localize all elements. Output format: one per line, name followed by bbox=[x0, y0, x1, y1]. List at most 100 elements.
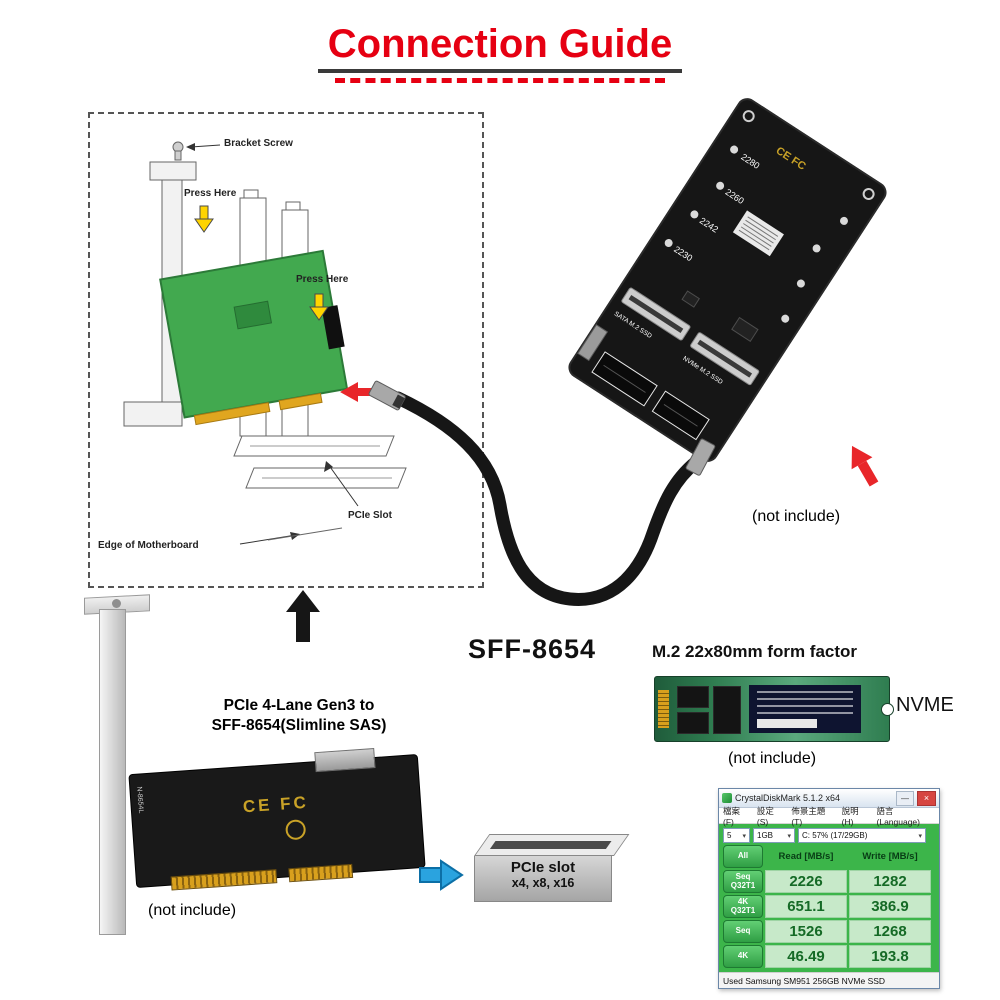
host-cert-marks: CE FC bbox=[242, 792, 310, 817]
gold-edge-fingers bbox=[288, 863, 354, 883]
green-pcie-card-art bbox=[159, 249, 349, 426]
nand-chip bbox=[677, 712, 709, 734]
ssd-sticker-label bbox=[749, 685, 861, 733]
red-arrow-icon bbox=[851, 445, 879, 487]
cdm-header-row: All Read [MB/s] Write [MB/s] bbox=[723, 845, 935, 868]
yellow-arrow-icon bbox=[194, 205, 214, 233]
screw-holes bbox=[664, 110, 875, 323]
page-title: Connection Guide bbox=[317, 22, 683, 73]
test-count-select[interactable]: 5 ▾ bbox=[723, 828, 750, 843]
sff8654-socket bbox=[577, 324, 609, 362]
chevron-down-icon: ▾ bbox=[742, 832, 746, 840]
chevron-down-icon: ▾ bbox=[787, 832, 791, 840]
m2-gold-fingers bbox=[658, 690, 669, 728]
component-chip bbox=[681, 290, 700, 308]
m2-ssd-board bbox=[654, 676, 894, 742]
m2-screw-notch bbox=[881, 703, 894, 716]
pcie-slot-groove bbox=[489, 841, 612, 849]
controller-chip bbox=[713, 686, 741, 734]
write-value: 386.9 bbox=[849, 895, 931, 918]
adapter-not-include-note: (not include) bbox=[752, 508, 841, 525]
m2-socket-nvme bbox=[690, 332, 760, 386]
minimize-button[interactable]: — bbox=[896, 790, 914, 806]
benchmark-row-4k-q32t1: 4K Q32T1 651.1 386.9 bbox=[723, 895, 935, 918]
benchmark-row-4k: 4K 46.49 193.8 bbox=[723, 945, 935, 968]
press-here-label-top: Press Here bbox=[184, 188, 237, 199]
m2-not-include-note: (not include) bbox=[728, 750, 817, 767]
chevron-down-icon: ▾ bbox=[918, 832, 922, 840]
pcie-slot-label: PCIe Slot bbox=[348, 510, 392, 521]
host-card-title-line2: SFF-8654(Slimline SAS) bbox=[211, 717, 387, 735]
menu-language[interactable]: 語言(Language) bbox=[876, 805, 920, 827]
host-pcie-card: CE FC N-8654L bbox=[128, 748, 426, 891]
cdm-titlebar[interactable]: CrystalDiskMark 5.1.2 x64 — × bbox=[719, 789, 939, 808]
installation-diagram-box: Bracket Screw Press Here Press Here PCIe… bbox=[88, 112, 484, 588]
bracket-strip bbox=[99, 609, 126, 935]
cdm-body: 5 ▾ 1GB ▾ C: 57% (17/29GB) ▾ All Read [M… bbox=[719, 824, 939, 972]
m2-form-factor-label: M.2 22x80mm form factor bbox=[652, 642, 858, 661]
seq-q32t1-button[interactable]: Seq Q32T1 bbox=[723, 870, 763, 893]
gold-logo-icon bbox=[284, 819, 307, 841]
cdm-window-title: CrystalDiskMark 5.1.2 x64 bbox=[735, 793, 841, 803]
m2-adapter-board: 2280 2260 2242 2230 CE FC SATA M.2 SSD N… bbox=[564, 94, 890, 466]
page-title-wrap: Connection Guide bbox=[0, 22, 1000, 83]
test-size-select[interactable]: 1GB ▾ bbox=[753, 828, 795, 843]
nvme-label: NVME bbox=[896, 694, 954, 716]
cdm-app-icon bbox=[722, 793, 732, 803]
4k-q32t1-button[interactable]: 4K Q32T1 bbox=[723, 895, 763, 918]
write-header: Write [MB/s] bbox=[862, 851, 918, 862]
seq-button[interactable]: Seq bbox=[723, 920, 763, 943]
write-value: 193.8 bbox=[849, 945, 931, 968]
host-not-include-note: (not include) bbox=[148, 902, 237, 919]
installation-diagram-art bbox=[123, 141, 407, 545]
sticker-text-lines bbox=[757, 691, 853, 717]
barcode-sticker bbox=[732, 210, 784, 257]
host-card-title: PCIe 4-Lane Gen3 to SFF-8654(Slimline SA… bbox=[168, 696, 430, 736]
host-card-title-line1: PCIe 4-Lane Gen3 to bbox=[223, 697, 375, 714]
drive-select[interactable]: C: 57% (17/29GB) ▾ bbox=[798, 828, 926, 843]
pcie-slot-front-face: PCIe slot x4, x8, x16 bbox=[474, 856, 612, 902]
pcie-slot-top-face bbox=[474, 834, 630, 856]
menu-theme[interactable]: 佈景主題(T) bbox=[791, 805, 826, 827]
pcie-slot-pointer bbox=[327, 463, 359, 507]
up-arrow-icon bbox=[286, 590, 320, 642]
menu-file[interactable]: 檔案(F) bbox=[723, 805, 741, 827]
pcie-slot-sizes-text: x4, x8, x16 bbox=[511, 876, 575, 890]
write-value: 1268 bbox=[849, 920, 931, 943]
cdm-controls-row: 5 ▾ 1GB ▾ C: 57% (17/29GB) ▾ bbox=[723, 828, 935, 843]
cdm-status-bar: Used Samsung SM951 256GB NVMe SSD bbox=[719, 972, 939, 988]
host-board-marking: N-8654L bbox=[135, 786, 145, 814]
screw-pointer-line bbox=[190, 144, 221, 148]
read-value: 1526 bbox=[765, 920, 847, 943]
benchmark-row-seq-q32t1: Seq Q32T1 2226 1282 bbox=[723, 870, 935, 893]
crystaldiskmark-window: CrystalDiskMark 5.1.2 x64 — × 檔案(F) 設定(S… bbox=[718, 788, 940, 989]
test-size-value: 1GB bbox=[757, 831, 774, 840]
sff8654-connector bbox=[314, 748, 376, 773]
close-button[interactable]: × bbox=[917, 790, 936, 806]
sticker-barcode bbox=[757, 719, 817, 728]
pcie-slots-art bbox=[233, 435, 407, 489]
title-dashed-rule bbox=[335, 78, 665, 83]
read-header: Read [MB/s] bbox=[778, 851, 834, 862]
blue-arrow-icon bbox=[419, 859, 464, 891]
all-button[interactable]: All bbox=[723, 845, 763, 868]
adapter-board-art: 2280 2260 2242 2230 CE FC SATA M.2 SSD N… bbox=[568, 98, 887, 462]
menu-settings[interactable]: 設定(S) bbox=[756, 805, 774, 827]
component-chip bbox=[731, 316, 759, 342]
menu-help[interactable]: 說明(H) bbox=[841, 805, 859, 827]
gold-edge-fingers bbox=[170, 869, 278, 891]
drive-value: C: 57% (17/29GB) bbox=[802, 831, 868, 840]
pcie-slot-pointer-head bbox=[324, 461, 333, 472]
test-count-value: 5 bbox=[727, 831, 732, 840]
nand-chip bbox=[677, 686, 709, 708]
pcie-slot-text: PCIe slot bbox=[510, 859, 576, 876]
motherboard-edge-line bbox=[267, 527, 343, 541]
read-value: 46.49 bbox=[765, 945, 847, 968]
4k-button[interactable]: 4K bbox=[723, 945, 763, 968]
bracket-screw-icon bbox=[172, 141, 184, 161]
screw-pointer-head bbox=[186, 143, 195, 151]
benchmark-row-seq: Seq 1526 1268 bbox=[723, 920, 935, 943]
red-arrow-icon bbox=[340, 382, 378, 402]
cable-label: SFF-8654 bbox=[468, 634, 597, 664]
